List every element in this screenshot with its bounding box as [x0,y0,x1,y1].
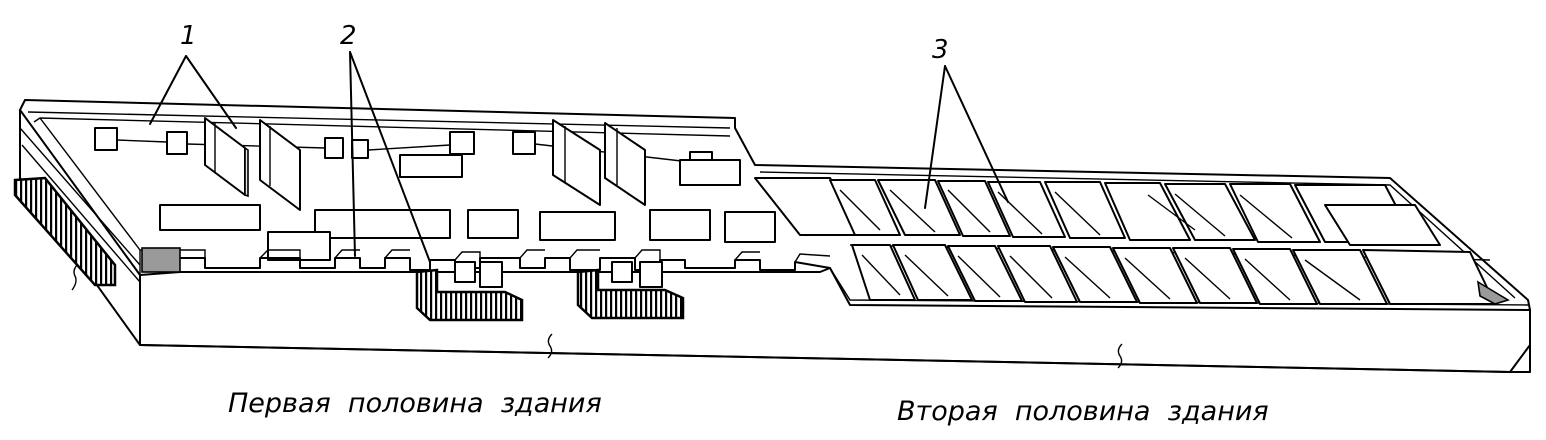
front-corridor-wall [179,249,831,271]
callout-leaders [149,51,1009,263]
leader-2b [349,51,431,263]
leader-1b [185,55,237,129]
partition-walls-centre [552,119,646,206]
leader-3b [944,65,1009,203]
callout-label-1: 1 [180,21,197,51]
stair-end-mark [1476,280,1510,305]
end-block [141,247,181,273]
left-hatched-stair [13,176,117,287]
back-row-rooms [829,179,1441,246]
front-row-rooms [851,244,1496,305]
caption-first-half: Первая половина здания [228,388,602,419]
second-half-rooms [754,171,1529,306]
break-mark-left [71,263,79,291]
leader-2a [349,51,356,257]
caption-second-half: Вторая половина здания [897,396,1269,427]
callout-label-3: 3 [932,35,949,65]
first-half-building [13,99,1531,322]
interior-blocks [159,154,776,261]
room-jambs [839,189,1361,301]
callout-label-2: 2 [340,21,357,51]
break-mark-right [1117,343,1123,369]
leader-1a [149,55,187,125]
front-porch-2 [576,261,685,320]
partition-walls-1 [204,117,301,211]
leader-3a [924,65,946,209]
break-mark-middle [547,333,553,359]
building-top-outline [19,99,1531,311]
front-porch-1 [415,261,524,322]
